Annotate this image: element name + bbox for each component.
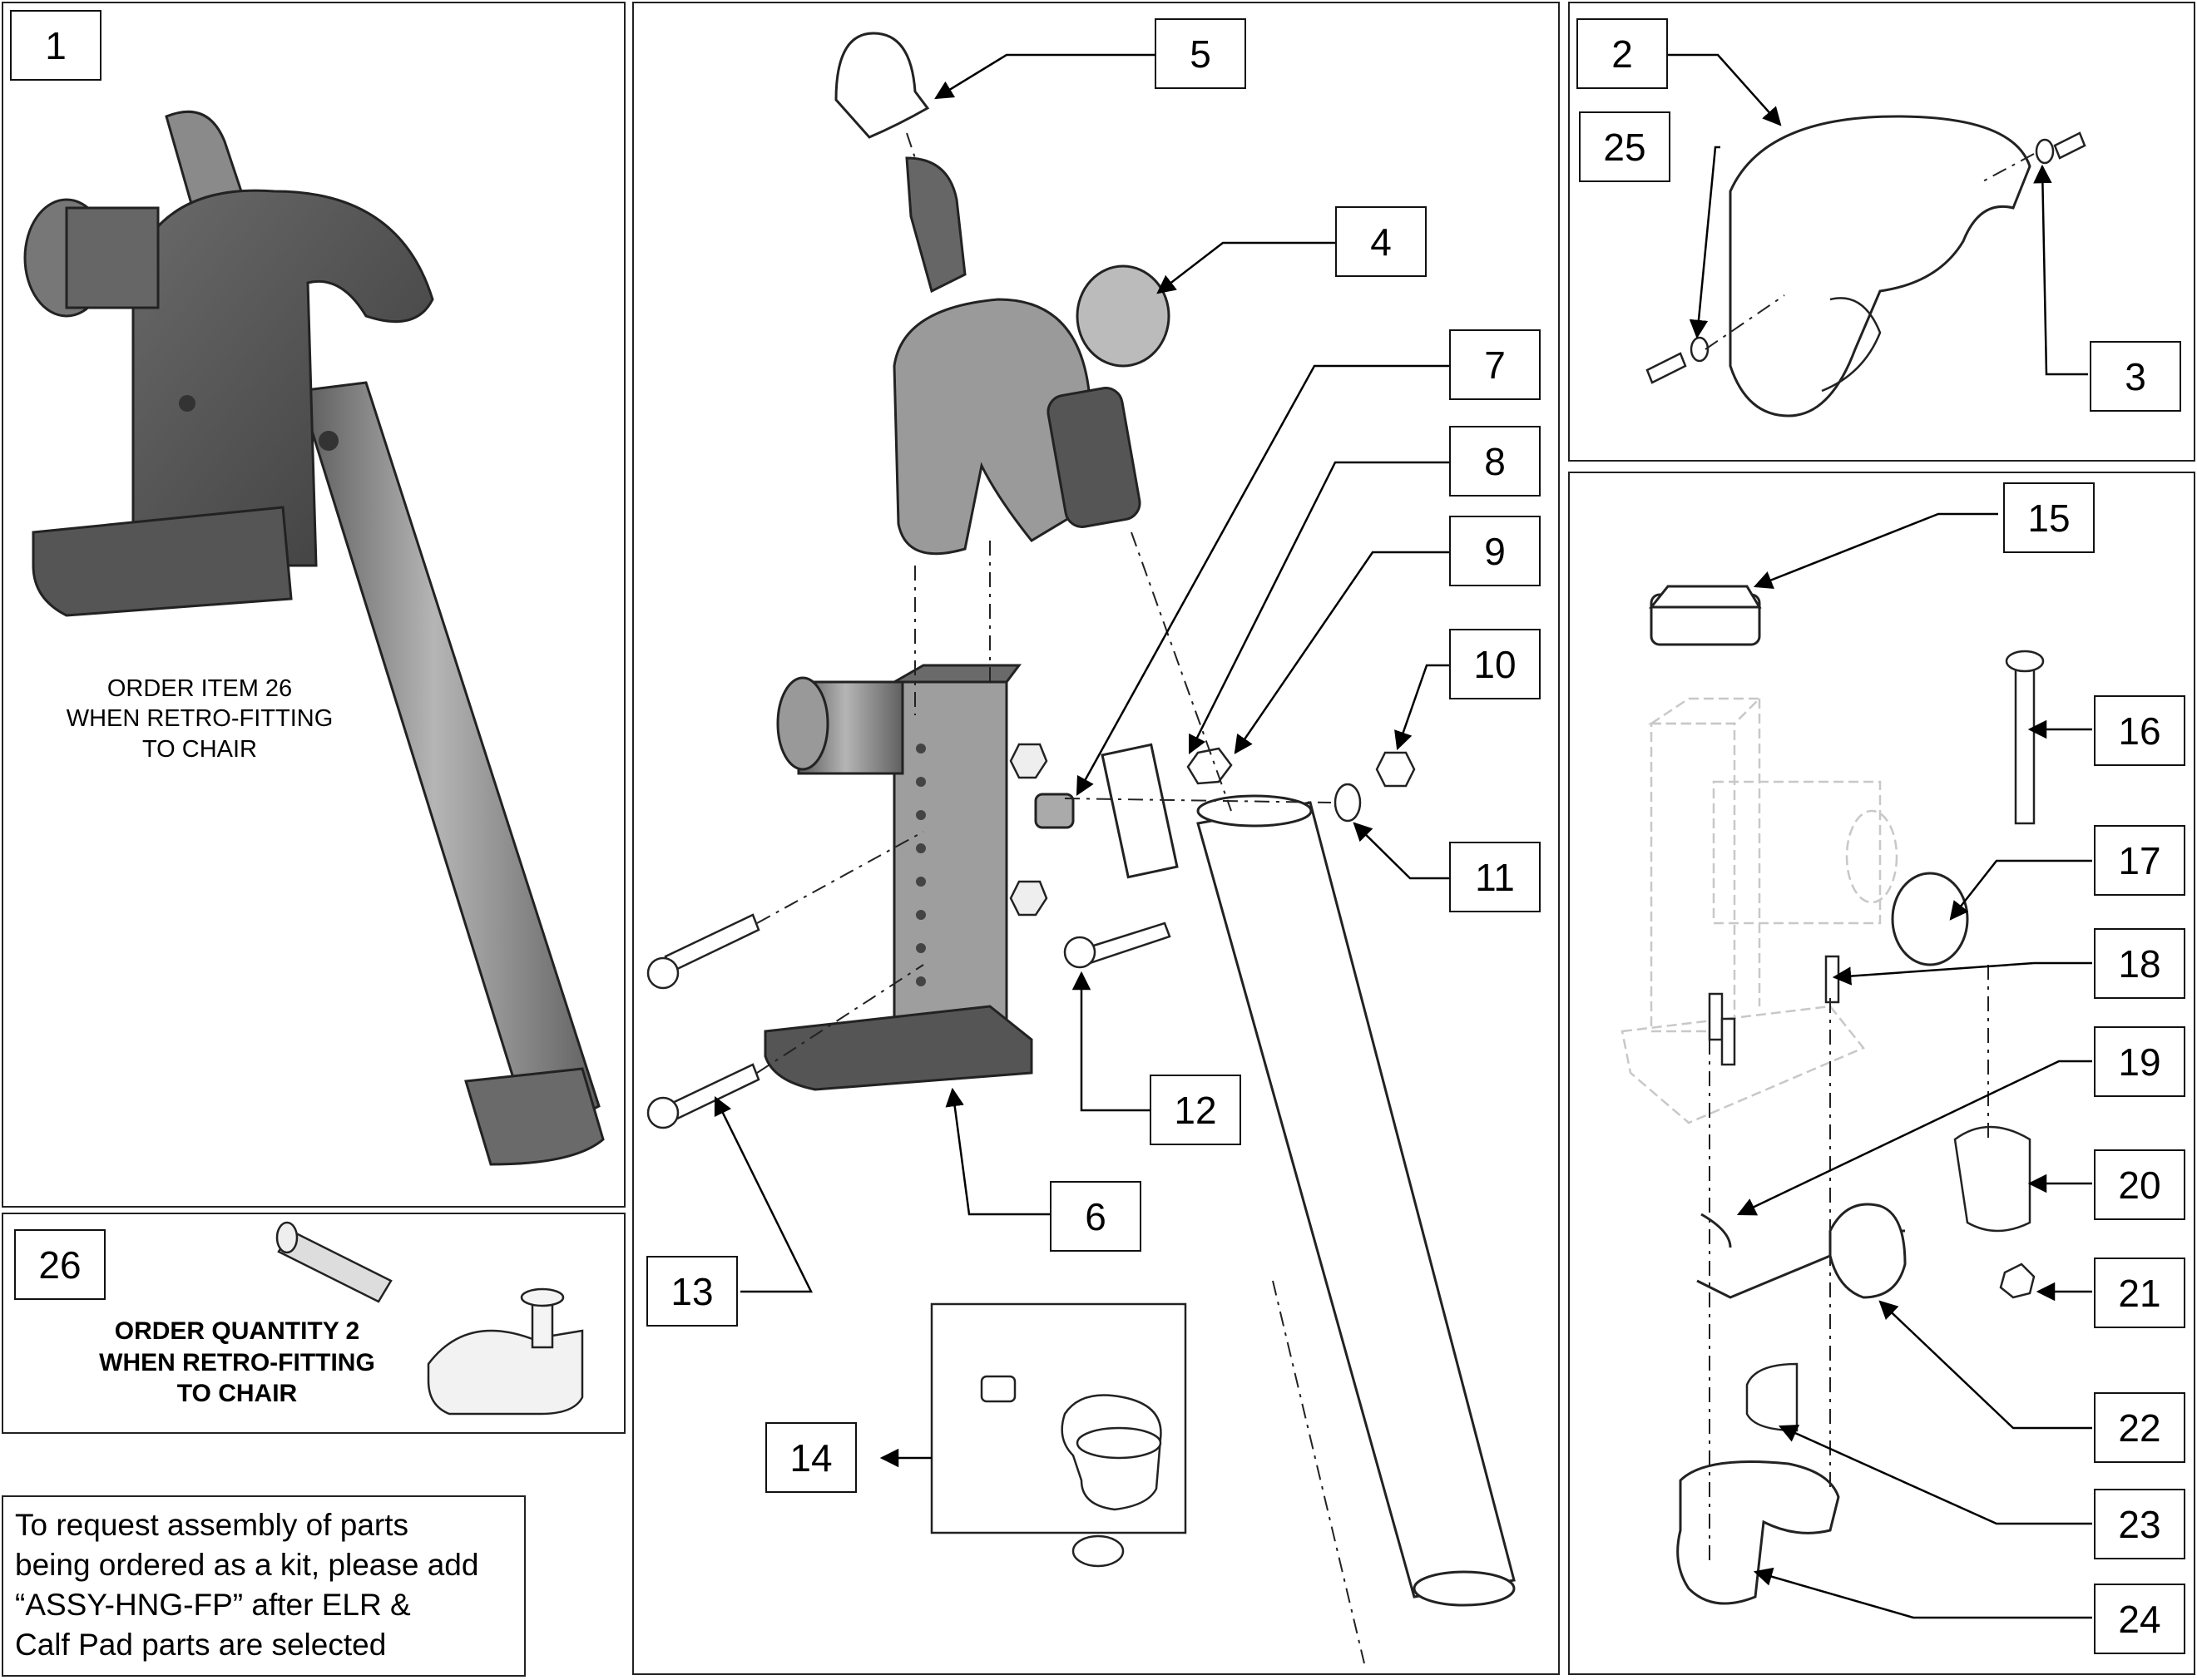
assembly-note: To request assembly of parts being order… — [2, 1495, 526, 1677]
callout-21: 21 — [2094, 1258, 2185, 1328]
callout-18: 18 — [2094, 928, 2185, 999]
callout-22: 22 — [2094, 1392, 2185, 1463]
callout-2: 2 — [1576, 18, 1668, 89]
item-1-note: ORDER ITEM 26 WHEN RETRO-FITTING TO CHAI… — [33, 674, 366, 764]
calf-pad-parts — [1645, 115, 2086, 418]
item-26-note: ORDER QUANTITY 2 WHEN RETRO-FITTING TO C… — [67, 1316, 408, 1410]
callout-3: 3 — [2090, 341, 2181, 412]
callout-19: 19 — [2094, 1026, 2185, 1097]
callout-24: 24 — [2094, 1584, 2185, 1654]
panel-hinge-exploded — [1568, 472, 2195, 1675]
callout-10: 10 — [1449, 629, 1541, 699]
item-26-note-line2: WHEN RETRO-FITTING — [99, 1348, 375, 1376]
item-1-note-line3: TO CHAIR — [141, 735, 258, 763]
callout-8: 8 — [1449, 426, 1541, 497]
assembly-note-line2: being ordered as a kit, please add — [15, 1548, 479, 1583]
callout-26: 26 — [14, 1229, 106, 1300]
callout-9: 9 — [1449, 516, 1541, 586]
callout-6: 6 — [1050, 1181, 1141, 1252]
item-26-note-line3: TO CHAIR — [176, 1380, 298, 1407]
callout-12: 12 — [1150, 1075, 1241, 1145]
item-1-note-line1: ORDER ITEM 26 — [106, 675, 293, 702]
callout-20: 20 — [2094, 1149, 2185, 1220]
callout-16: 16 — [2094, 695, 2185, 766]
callout-7: 7 — [1449, 329, 1541, 400]
callout-23: 23 — [2094, 1489, 2185, 1559]
callout-4: 4 — [1335, 206, 1427, 277]
leader-lines — [714, 53, 2092, 1619]
assembled-leg-rest — [23, 110, 605, 1166]
callout-15: 15 — [2003, 482, 2095, 553]
callout-11: 11 — [1449, 842, 1541, 912]
callout-1: 1 — [10, 10, 101, 81]
assembly-note-line3: “ASSY-HNG-FP” after ELR & — [15, 1588, 411, 1623]
hinge-parts — [1621, 585, 2045, 1605]
callout-14: 14 — [765, 1422, 857, 1493]
callout-25: 25 — [1579, 111, 1670, 182]
item-26-parts — [275, 1221, 584, 1416]
assembly-note-line4: Calf Pad parts are selected — [15, 1628, 387, 1663]
main-exploded-parts — [646, 32, 1516, 1664]
callout-17: 17 — [2094, 825, 2185, 896]
assembly-note-line1: To request assembly of parts — [15, 1508, 408, 1542]
callout-13: 13 — [646, 1256, 738, 1327]
item-26-note-line1: ORDER QUANTITY 2 — [114, 1317, 360, 1345]
item-1-note-line2: WHEN RETRO-FITTING — [66, 705, 334, 733]
callout-5: 5 — [1155, 18, 1246, 89]
